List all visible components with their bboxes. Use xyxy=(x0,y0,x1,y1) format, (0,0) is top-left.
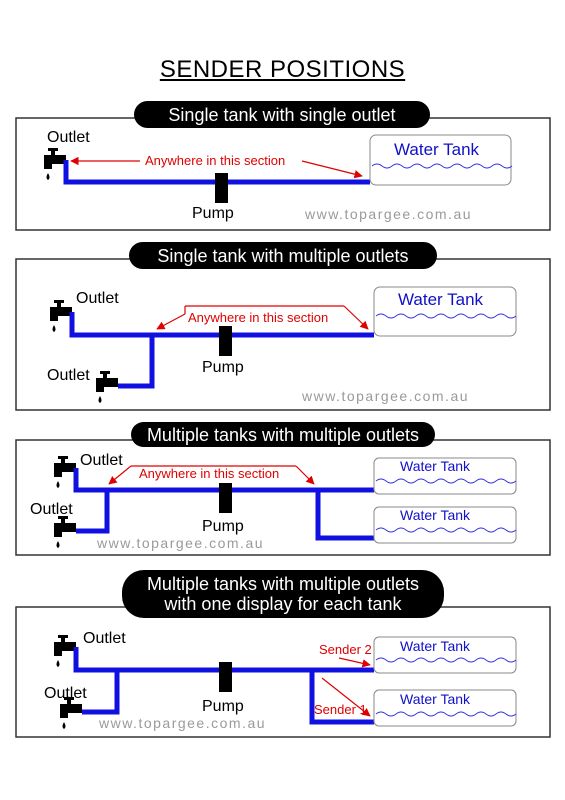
outlet-label: Outlet xyxy=(47,367,90,384)
anywhere-label: Anywhere in this section xyxy=(145,153,285,168)
arrow-icon xyxy=(295,465,315,485)
pipe xyxy=(315,490,374,541)
water-tank-label: Water Tank xyxy=(400,691,471,707)
pump-label: Pump xyxy=(202,698,244,715)
outlet-label: Outlet xyxy=(30,501,73,518)
water-wave xyxy=(375,313,517,319)
pump-label: Pump xyxy=(192,205,234,222)
water-tank-icon xyxy=(373,689,517,727)
panel-3-heading: Multiple tanks with multiple outlets xyxy=(147,425,419,445)
panel-1: Single tank with single outlet Outlet Pu… xyxy=(15,101,551,231)
outlet-label: Outlet xyxy=(83,630,126,647)
pipe xyxy=(73,468,374,493)
arrow-icon xyxy=(156,313,186,330)
tap-icon xyxy=(54,456,76,488)
pipe xyxy=(82,670,120,715)
panel-2: Single tank with multiple outlets Outlet… xyxy=(15,242,551,411)
water-tank-label: Water Tank xyxy=(400,458,471,474)
sender-2-label: Sender 2 xyxy=(319,642,372,657)
page-title: SENDER POSITIONS xyxy=(159,56,406,83)
watermark: www.topargee.com.au xyxy=(304,206,472,222)
pipe xyxy=(69,312,374,338)
pipe xyxy=(63,160,370,185)
arrow-icon xyxy=(338,657,371,668)
water-tank-icon xyxy=(373,457,517,495)
watermark: www.topargee.com.au xyxy=(96,535,264,551)
tap-icon xyxy=(96,371,118,403)
arrow-icon xyxy=(301,160,363,179)
water-tank-icon xyxy=(373,286,517,337)
pump-label: Pump xyxy=(202,359,244,376)
outlet-label: Outlet xyxy=(76,290,119,307)
outlet-label: Outlet xyxy=(47,129,90,146)
water-tank-label: Water Tank xyxy=(400,507,471,523)
sender-1-label: Sender 1 xyxy=(314,702,367,717)
pump-label: Pump xyxy=(202,518,244,535)
watermark: www.topargee.com.au xyxy=(301,388,469,404)
anywhere-label: Anywhere in this section xyxy=(188,310,328,325)
panel-4-heading-pill xyxy=(122,570,444,618)
water-tank-icon xyxy=(369,134,512,186)
outlet-label: Outlet xyxy=(44,685,87,702)
panel-1-heading: Single tank with single outlet xyxy=(168,105,395,125)
panel-2-heading: Single tank with multiple outlets xyxy=(157,246,408,266)
tap-icon xyxy=(54,516,76,548)
arrow-icon xyxy=(321,677,371,717)
anywhere-label: Anywhere in this section xyxy=(139,466,279,481)
panel-4-heading-line2: with one display for each tank xyxy=(163,594,402,614)
panel-1-heading-pill xyxy=(134,101,430,128)
arrow-icon xyxy=(343,305,369,330)
pipe xyxy=(76,490,110,534)
pump-icon xyxy=(219,662,232,692)
panel-4-heading-line1: Multiple tanks with multiple outlets xyxy=(147,574,419,594)
tap-icon xyxy=(44,148,66,180)
water-tank-label: Water Tank xyxy=(394,140,480,159)
water-wave xyxy=(375,657,517,663)
water-tank-icon xyxy=(373,506,517,544)
pump-icon xyxy=(219,326,232,356)
water-wave xyxy=(375,527,517,533)
panel-2-heading-pill xyxy=(129,242,437,269)
pump-icon xyxy=(219,483,232,513)
pipe xyxy=(118,335,155,389)
water-tank-icon xyxy=(373,636,517,674)
water-wave xyxy=(371,163,513,169)
panel-3-heading-pill xyxy=(131,422,435,447)
panel-4: Multiple tanks with multiple outlets wit… xyxy=(15,570,551,738)
water-tank-label: Water Tank xyxy=(400,638,471,654)
panel-3: Multiple tanks with multiple outlets Out… xyxy=(15,422,551,556)
water-wave xyxy=(375,478,517,484)
tap-icon xyxy=(50,300,72,332)
water-tank-label: Water Tank xyxy=(398,290,484,309)
tap-icon xyxy=(54,635,76,667)
water-wave xyxy=(375,711,517,717)
pump-icon xyxy=(215,173,228,203)
arrow-icon xyxy=(108,465,132,485)
pipe xyxy=(73,647,374,673)
pipe xyxy=(309,670,374,725)
watermark: www.topargee.com.au xyxy=(98,715,266,731)
outlet-label: Outlet xyxy=(80,452,123,469)
